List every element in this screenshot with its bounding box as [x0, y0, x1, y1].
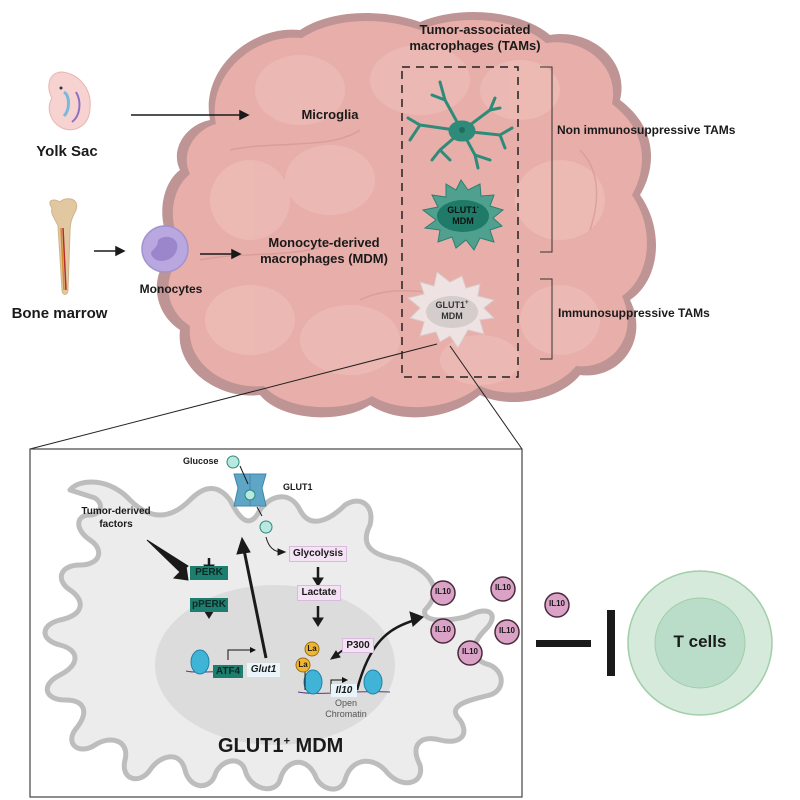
tumor-factors-line1: Tumor-derived [81, 506, 151, 517]
tams-label-line2: macrophages (TAMs) [409, 38, 541, 53]
glut1-mdm-title: GLUT1+ MDM [218, 735, 343, 758]
t-cell-icon [627, 570, 773, 716]
glut1-pos-sub: MDM [441, 311, 463, 321]
glut1-pos-sup: + [465, 300, 469, 306]
glut1-neg-name: GLUT1 [447, 205, 477, 215]
glut1-transporter-icon [233, 473, 267, 507]
bracket-immuno [540, 278, 553, 360]
tumor-factors-line2: factors [99, 519, 133, 530]
open-chromatin-line1: Open [334, 698, 358, 708]
mdm-label-line2: macrophages (MDM) [260, 251, 388, 266]
lactyl-label-1: La [307, 644, 317, 653]
chromatin-il10 [297, 664, 391, 695]
tam-dashed-box [401, 66, 519, 378]
p300-box: P300 [342, 638, 374, 653]
il10-label: IL10 [434, 625, 451, 634]
perk-box: PERK [190, 566, 228, 580]
il10-label: IL10 [434, 587, 451, 596]
cell-title-rest: MDM [290, 735, 344, 757]
glut1-transporter-label: GLUT1 [283, 482, 313, 492]
glut1-gene-label: Glut1 [247, 663, 280, 677]
lactate-box: Lactate [297, 585, 341, 601]
zoom-line-right [449, 345, 523, 450]
pathway-arrows [146, 465, 424, 691]
yolk-sac-label: Yolk Sac [36, 143, 98, 160]
lactyl-mark-icon [295, 657, 311, 673]
cell-title-name: GLUT1 [218, 735, 284, 757]
glut1-positive-mdm-cell-icon [406, 271, 496, 349]
cell-title-sup: + [283, 735, 290, 748]
inhibition-symbol [536, 610, 615, 676]
glucose-molecule-icon [226, 455, 240, 469]
glucose-label: Glucose [183, 456, 219, 466]
tams-label: Tumor-associated macrophages (TAMs) [400, 22, 550, 54]
t-cells-label: T cells [673, 632, 727, 651]
tumor-mass [156, 12, 657, 418]
microglia-label: Microglia [301, 107, 359, 122]
open-chromatin-line2: Chromatin [325, 709, 367, 719]
bone-marrow-icon [49, 198, 78, 295]
monocytes-label: Monocytes [139, 282, 203, 296]
glut1-neg-sup: - [476, 205, 479, 211]
glut1-neg-sub: MDM [452, 216, 474, 226]
zoom-line-left [29, 343, 438, 450]
glut1-pos-name: GLUT1 [435, 300, 465, 310]
atf4-box: ATF4 [213, 665, 243, 678]
lactyl-label-2: La [298, 660, 308, 669]
bracket-non-immuno [540, 66, 553, 253]
pperk-box: pPERK [190, 598, 228, 612]
lactyl-mark-icon [304, 641, 320, 657]
glut1-positive-mdm-label: GLUT1+ MDM [429, 298, 475, 322]
il10-label: IL10 [494, 583, 511, 592]
il10-molecules [430, 576, 570, 666]
il10-label: IL10 [498, 626, 515, 635]
tams-label-line1: Tumor-associated [419, 22, 531, 37]
lineage-arrows [94, 109, 250, 260]
glut1-negative-mdm-label: GLUT1- MDM [440, 203, 486, 227]
glut1-negative-mdm-cell-icon [421, 179, 505, 251]
mdm-label: Monocyte-derived macrophages (MDM) [244, 235, 404, 267]
immunosuppressive-label: Immunosuppressive TAMs [558, 306, 710, 320]
monocyte-icon [141, 225, 189, 273]
microglia-cell-icon [406, 80, 514, 170]
il10-gene-label: Il10 [331, 684, 357, 697]
bone-marrow-label: Bone marrow [11, 305, 108, 322]
glycolysis-box: Glycolysis [289, 546, 347, 562]
yolk-sac-embryo-icon [48, 71, 91, 131]
il10-label: IL10 [461, 647, 478, 656]
il10-label: IL10 [548, 599, 565, 608]
mdm-label-line1: Monocyte-derived [268, 235, 380, 250]
non-immunosuppressive-label: Non immunosuppressive TAMs [557, 123, 736, 137]
glucose-molecule-inside-icon [259, 520, 273, 534]
tumor-derived-factors-label: Tumor-derived factors [66, 505, 166, 531]
open-chromatin-label: Open Chromatin [316, 698, 376, 720]
